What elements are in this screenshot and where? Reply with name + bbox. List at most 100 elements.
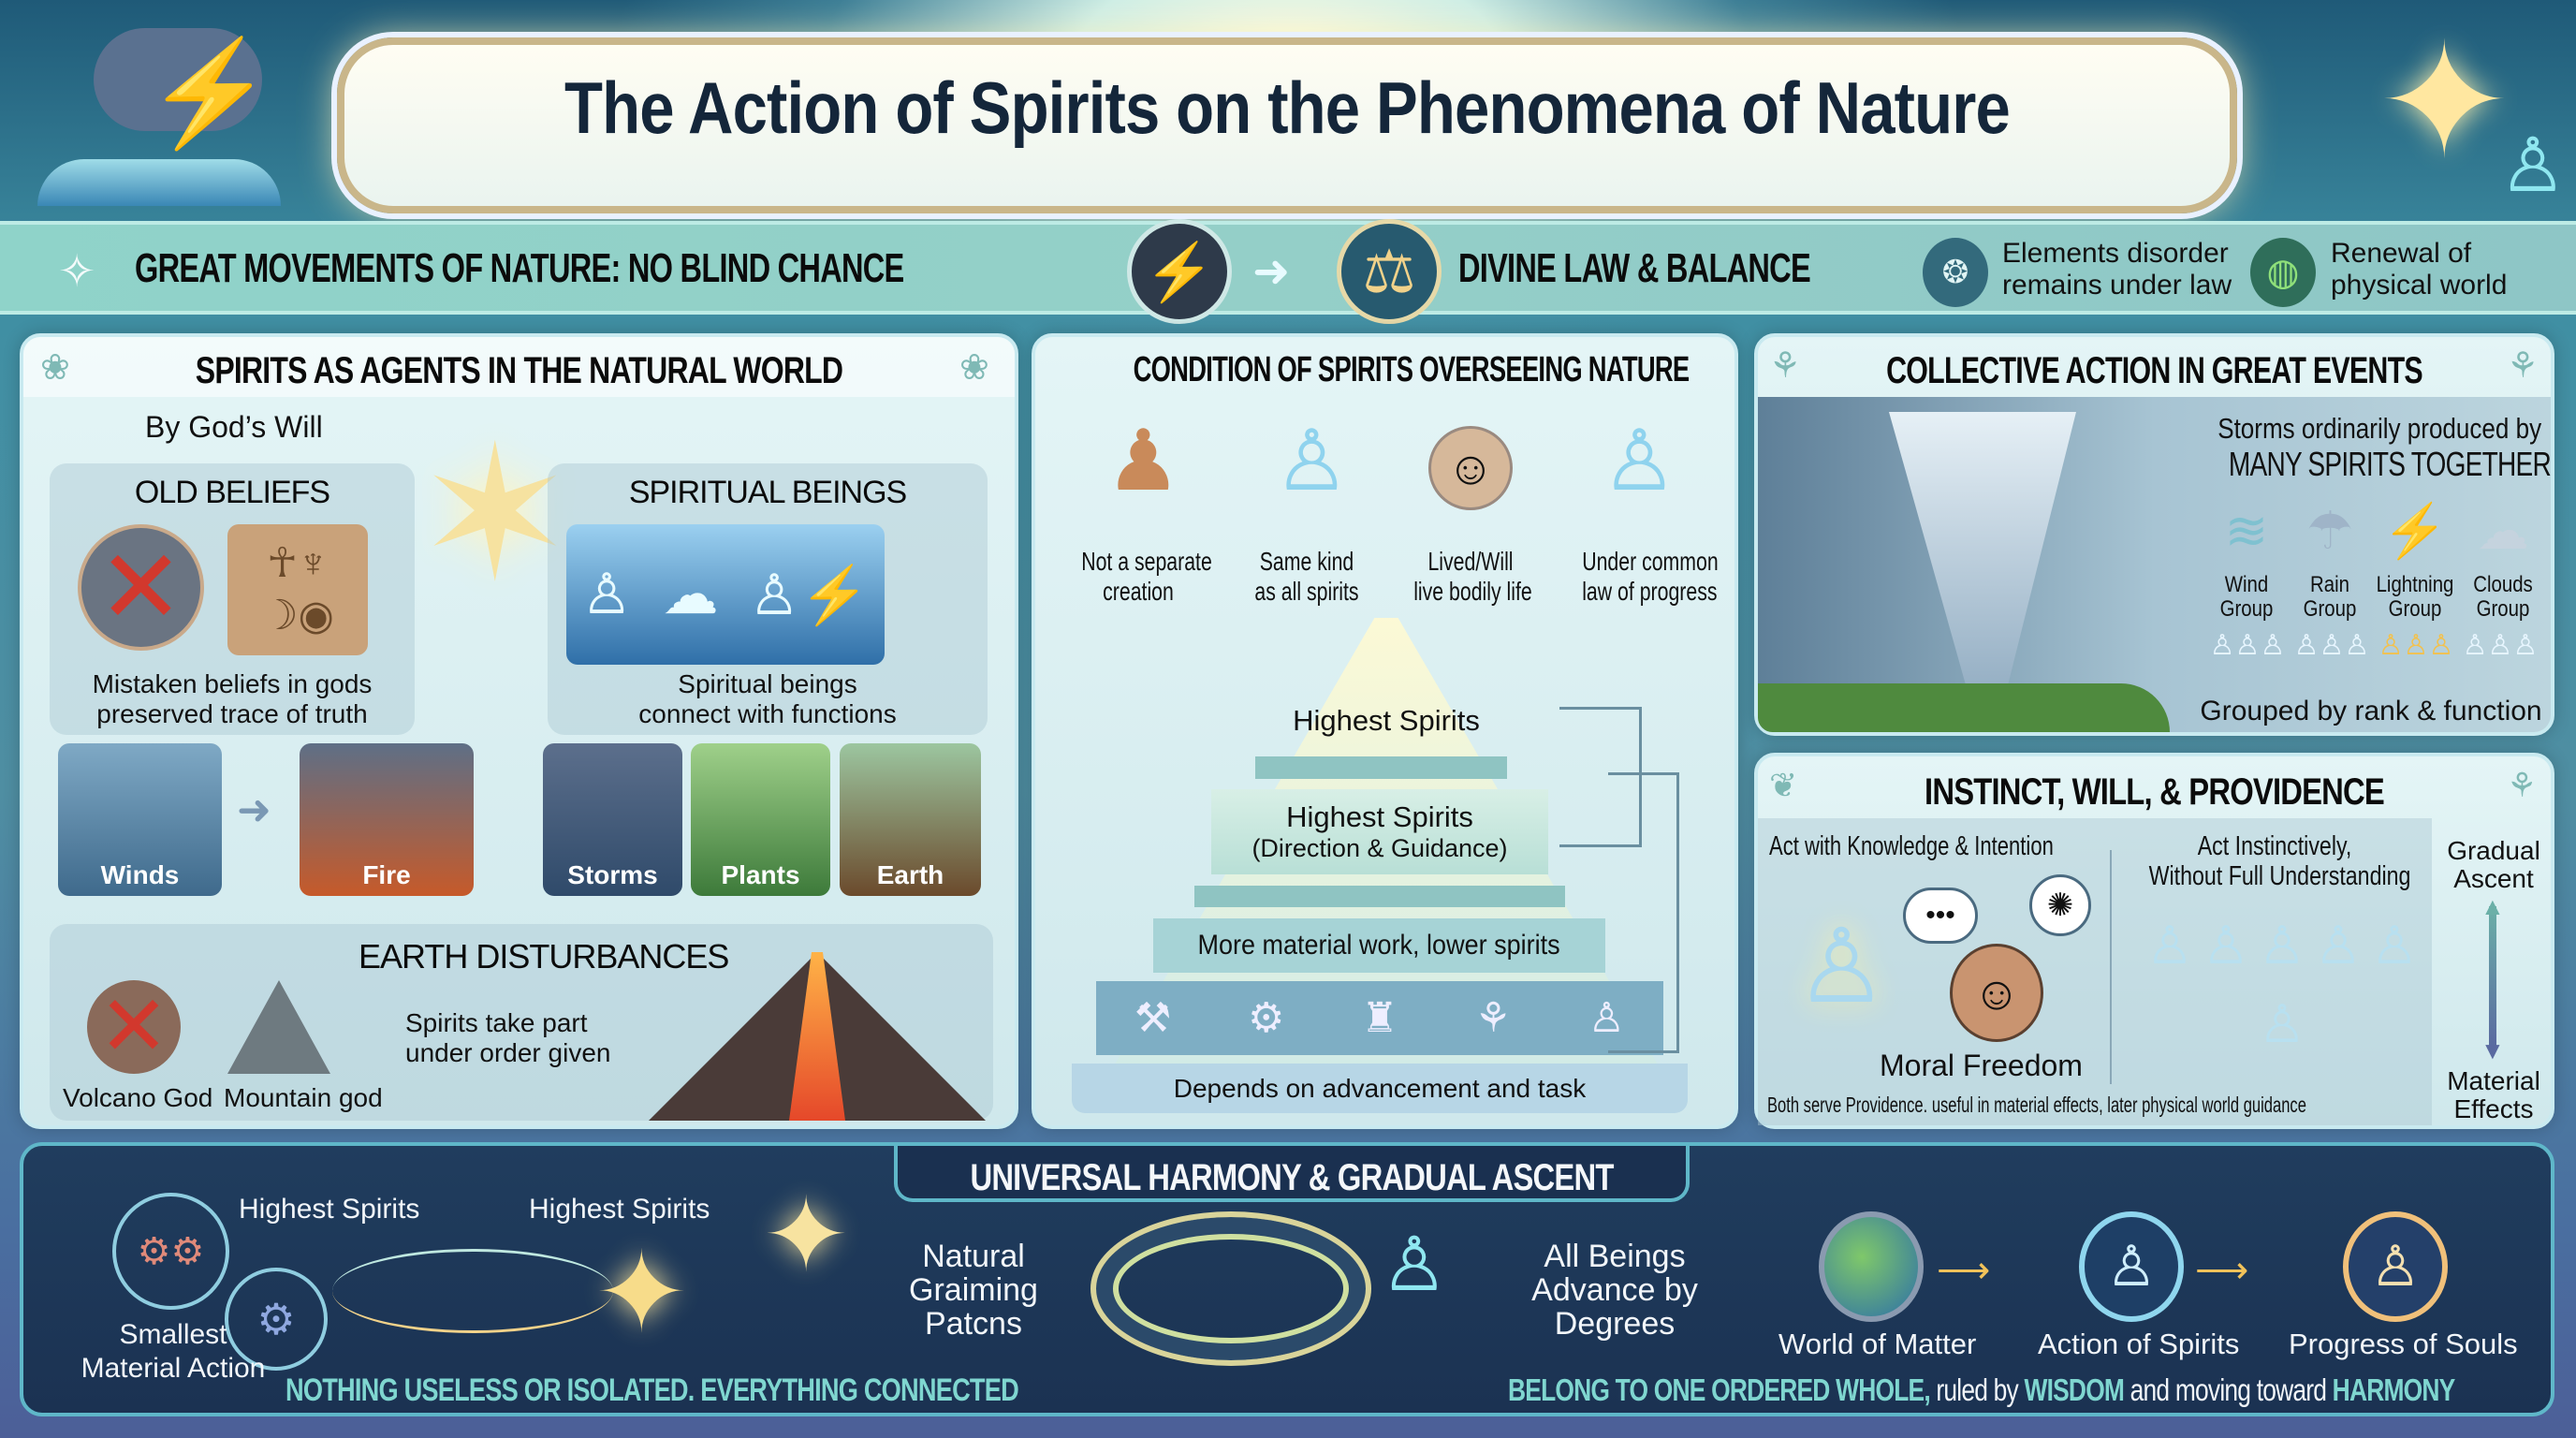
spirit-group-icon: ♙♙♙ (2462, 630, 2539, 661)
connection-lines (332, 1249, 613, 1333)
spirit-action-icon: ♙ (2079, 1211, 2184, 1322)
label-line: Effects (2453, 1094, 2534, 1123)
cloud-icon (94, 28, 262, 131)
note-line: remains under law (2002, 270, 2232, 301)
arrow-right-icon: ➜ (237, 787, 271, 833)
arrow-up-icon: ▲ (2481, 892, 2505, 920)
by-gods-will-label: By God’s Will (145, 410, 323, 444)
balance-scale-icon: ⚖ (1337, 219, 1442, 324)
caption-line: Not a separate (1081, 547, 1212, 576)
green-hill (1758, 683, 2170, 732)
spirit-group-icon: ♙♙♙ (2293, 630, 2370, 661)
crossed-storm-god-icon: ✕ (78, 524, 204, 651)
storm-scene (1758, 397, 2551, 732)
tile-storms: Storms (543, 743, 682, 896)
label-line: Group (2476, 596, 2530, 622)
plant-spirit-icon: ⚘ (2507, 766, 2538, 804)
star-icon: ✦ (2378, 13, 2511, 191)
old-beliefs-box: OLD BELIEFS ✕ ☥♆☽◉ Mistaken beliefs in g… (50, 463, 415, 735)
band-right-text: DIVINE LAW & BALANCE (1458, 245, 1811, 291)
caption-line: creation (1103, 577, 1174, 606)
lightning-icon: ⚡ (145, 36, 273, 151)
right-footer: BELONG TO ONE ORDERED WHOLE, ruled by WI… (1508, 1372, 2455, 1408)
rain-cloud-icon: ☂ (2305, 501, 2354, 560)
pyramid-base: Depends on advancement and task (1072, 1064, 1688, 1113)
divider (2110, 850, 2112, 1084)
label-line: Lightning (2376, 572, 2454, 597)
instinct-content-bg (1758, 818, 2432, 1125)
label-line: Clouds (2473, 572, 2533, 597)
label-line: Group (2219, 596, 2274, 622)
globe-leaf-icon: ◍ (2250, 238, 2316, 307)
footer-emphasis: WISDOM (2024, 1372, 2125, 1407)
theme-band (0, 221, 2576, 315)
ancient-symbols-icon: ☥♆☽◉ (227, 524, 368, 655)
caption-line: Lived/Will (1427, 547, 1514, 576)
base-label: Depends on advancement and task (1173, 1073, 1587, 1103)
earth-globe-icon (1819, 1211, 1924, 1322)
step-label: World of Matter (1778, 1328, 1977, 1360)
heading-line: Without Full Understanding (2148, 861, 2411, 891)
tools-icon: ⚒ (1134, 995, 1172, 1041)
spirit-figure-icon: ♙ (2258, 994, 2306, 1053)
spirit-figure-icon: ♙ (1274, 415, 1350, 508)
tier-title: Highest Spirits (1286, 800, 1473, 833)
left-footer: NOTHING USELESS OR ISOLATED. EVERYTHING … (285, 1372, 1019, 1408)
tile-label: Plants (721, 860, 800, 889)
spirit-group-icon: ♙♙♙ (2378, 630, 2454, 661)
elements-icon: ❦ (1769, 766, 1798, 804)
footer-text: and moving toward (2124, 1372, 2333, 1407)
spirit-figure-icon: ♙ (2258, 916, 2306, 975)
moral-freedom-label: Moral Freedom (1880, 1049, 2083, 1082)
arrow-right-icon: ➜ (1252, 247, 1291, 297)
collective-footer: Grouped by rank & function (2200, 696, 2542, 726)
tile-earth: Earth (840, 743, 981, 896)
caption-line: law of progress (1582, 577, 1718, 606)
bracket-line (1608, 772, 1679, 1053)
storm-icon: ⚡ (1127, 219, 1232, 324)
caption-line: live bodily life (1413, 577, 1532, 606)
wrench-icon: ⚙ (1248, 995, 1285, 1041)
panel-title: INSTINCT, WILL, & PROVIDENCE (1925, 771, 2385, 813)
heading-line: Act Instinctively, (2197, 831, 2352, 861)
caption-line: Same kind (1259, 547, 1354, 576)
instinct-footer: Both serve Providence. useful in materia… (1767, 1093, 2306, 1117)
mountain-god-label: Mountain god (224, 1083, 383, 1112)
label-line: Advance by (1531, 1272, 1698, 1308)
label-line: Degrees (1554, 1306, 1676, 1342)
spirit-figure-icon: ♙ (2499, 124, 2567, 207)
page-title: The Action of Spirits on the Phenomena o… (564, 66, 2011, 149)
label-line: Gradual (2447, 836, 2540, 865)
panel-title: CONDITION OF SPIRITS OVERSEEING NATURE (1133, 350, 1690, 389)
spiritual-beings-title: SPIRITUAL BEINGS (628, 475, 907, 510)
panel-instinct: ❦ INSTINCT, WILL, & PROVIDENCE ⚘ Act wit… (1754, 753, 2554, 1129)
step-label: Action of Spirits (2038, 1328, 2240, 1360)
earth-disturbances-box: EARTH DISTURBANCES ✕ Volcano God Mountai… (50, 924, 993, 1121)
panel-harmony: UNIVERSAL HARMONY & GRADUAL ASCENT ⚙⚙ ⚙ … (20, 1142, 2554, 1416)
pyramid-tier-bar (1194, 886, 1565, 907)
spirit-figure-icon: ♙ (2370, 916, 2419, 975)
volcano-god-label: Volcano God (63, 1083, 213, 1112)
tile-label: Earth (876, 860, 944, 889)
panel-title: UNIVERSAL HARMONY & GRADUAL ASCENT (970, 1157, 1614, 1198)
title-tab (894, 1146, 1690, 1202)
tile-label: Storms (567, 860, 658, 889)
spirit-figure-icon: ♙ (1381, 1223, 1448, 1306)
tier-subtitle: (Direction & Guidance) (1251, 834, 1508, 862)
instinctive-spirits: ♙♙♙♙♙♙ (2142, 906, 2422, 1064)
spirit-figure-icon: ♙ (1795, 909, 1888, 1024)
lightning-icon: ⚡ (2382, 501, 2448, 560)
bracket-line (1559, 707, 1642, 847)
label-line: Material (2447, 1066, 2540, 1095)
footer-text: ruled by (1929, 1372, 2025, 1407)
label-line: Group (2303, 596, 2357, 622)
running-spirit-icon: ♙ (1602, 415, 1677, 508)
panel-condition: CONDITION OF SPIRITS OVERSEEING NATURE ♟… (1032, 333, 1738, 1129)
label-line: Rain (2310, 572, 2349, 597)
arrow-right-icon: ⟶ (2195, 1250, 2249, 1291)
